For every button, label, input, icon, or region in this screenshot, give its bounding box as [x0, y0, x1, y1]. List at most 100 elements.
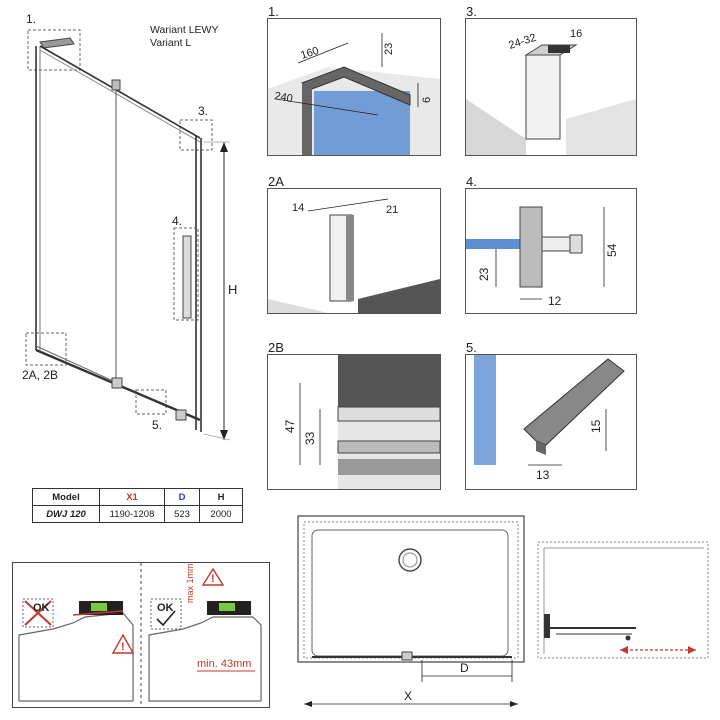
x-arrow-left	[304, 701, 312, 707]
dim-13: 13	[536, 468, 550, 482]
schematic-profile	[544, 614, 550, 638]
dim-12: 12	[548, 294, 562, 308]
dim-24-32: 24-32	[507, 32, 537, 52]
ok-check-box	[150, 598, 182, 630]
wall-profile	[525, 54, 561, 140]
dim-21: 21	[386, 204, 398, 216]
dim-23: 23	[383, 43, 395, 55]
dim-160: 160	[299, 45, 320, 62]
drain	[398, 548, 422, 572]
x-label: X	[404, 689, 412, 703]
roller	[111, 79, 121, 91]
ok-check: OK	[157, 602, 174, 614]
schematic-frame	[537, 541, 709, 659]
spec-header-x1: X1	[99, 488, 165, 506]
top-rail	[39, 45, 201, 139]
callout-label-4: 4.	[172, 214, 183, 228]
ok-crossed: OK	[33, 602, 50, 614]
callout-box-1	[27, 29, 81, 71]
height-label: H	[228, 282, 238, 297]
panel-3: 24-32 16	[465, 18, 637, 156]
main-drawing: 1. 3. 4. 2A, 2B 5. H	[0, 0, 260, 460]
handle-knob	[541, 236, 573, 252]
panel-2a: 14 21	[267, 188, 441, 314]
glass-edge	[466, 239, 530, 249]
schematic	[536, 540, 712, 660]
panel-2a-label: 2A	[268, 174, 284, 189]
drain-inner	[402, 552, 418, 568]
warning-icon-left	[111, 633, 135, 654]
side-profile	[302, 83, 312, 155]
glass	[314, 91, 410, 155]
profile-side	[346, 215, 354, 301]
profile-slot	[548, 45, 570, 53]
panel-1-label: 1.	[268, 4, 279, 19]
tray-profile-right	[148, 616, 262, 702]
variant-line-1: Wariant LEWY	[150, 24, 219, 36]
panel-4-svg: 54 23 12	[466, 206, 619, 308]
rail-bottom	[337, 440, 440, 454]
panel-2b-svg: 47 33	[283, 355, 440, 489]
dim-23: 23	[477, 267, 491, 281]
cross-line-2	[24, 600, 52, 626]
panel-4: 54 23 12	[465, 188, 637, 314]
floor-shade	[466, 99, 526, 155]
check-icon	[156, 610, 176, 627]
height-arrow-bottom	[220, 430, 228, 440]
schematic-svg	[537, 541, 709, 659]
callout-label-3: 3.	[198, 104, 209, 118]
callout-label-1: 1.	[26, 12, 37, 26]
tilt-line-left	[72, 610, 124, 616]
variant-text: Wariant LEWY Variant L	[150, 24, 218, 50]
spec-header-model: Model	[32, 488, 100, 506]
panel-4-label: 4.	[466, 174, 477, 189]
max-1mm-label: max 1mm	[185, 563, 195, 603]
panel-2b: 47 33	[267, 354, 441, 490]
spec-header-d: D	[164, 488, 200, 506]
dim-240-line	[275, 98, 379, 116]
bottom-rail-inner	[35, 345, 121, 385]
callout-box-4	[173, 227, 199, 321]
spec-row: DWJ 120 1190-1208 523 2000	[32, 505, 243, 523]
handle	[182, 235, 192, 319]
slide-arrow-left	[620, 646, 628, 654]
bottom-stop	[175, 409, 187, 421]
level-bubble-right	[219, 603, 235, 611]
top-bracket	[39, 37, 75, 49]
callout-box-5	[135, 389, 167, 415]
rail-base	[338, 459, 440, 475]
top-rail-inner	[39, 49, 201, 143]
bottom-guide	[111, 377, 123, 389]
plan-wall-hatch	[303, 521, 519, 659]
plan-view: D X	[296, 514, 528, 714]
spec-table: Model X1 D H DWJ 120 1190-1208 523 2000	[32, 488, 243, 523]
panel-2a-svg: 14 21	[268, 198, 440, 313]
main-door-svg	[25, 29, 231, 441]
guide-foot	[536, 441, 546, 455]
callout-label-2a2b: 2A, 2B	[22, 368, 59, 382]
panel-5-svg: 15 13	[474, 355, 625, 482]
glass-dark	[338, 355, 440, 407]
plan-svg: D X	[297, 515, 525, 707]
floor-light	[268, 299, 328, 313]
panel-5-label: 5.	[466, 340, 477, 355]
dim-6: 6	[421, 97, 433, 103]
dim-2a-line	[307, 198, 389, 212]
handle-end	[569, 234, 583, 254]
dim-14: 14	[292, 202, 304, 214]
plan-wall-outer	[297, 515, 525, 663]
x-arrow-right	[510, 701, 518, 707]
rail-top	[337, 406, 440, 422]
spec-cell-x1: 1190-1208	[99, 505, 165, 523]
level-bubble-left	[91, 603, 107, 611]
wall-shade-right	[566, 99, 636, 155]
min-43mm-label: min. 43mm	[197, 658, 251, 670]
dim-15: 15	[589, 419, 603, 433]
callout-box-2a2b	[25, 332, 67, 366]
spec-cell-d: 523	[164, 505, 200, 523]
d-label: D	[460, 661, 469, 675]
handle-bar	[519, 206, 543, 288]
callout-label-5: 5.	[152, 418, 163, 432]
variant-line-2: Variant L	[150, 37, 192, 49]
panel-1: 160 23 240 6	[267, 18, 441, 156]
